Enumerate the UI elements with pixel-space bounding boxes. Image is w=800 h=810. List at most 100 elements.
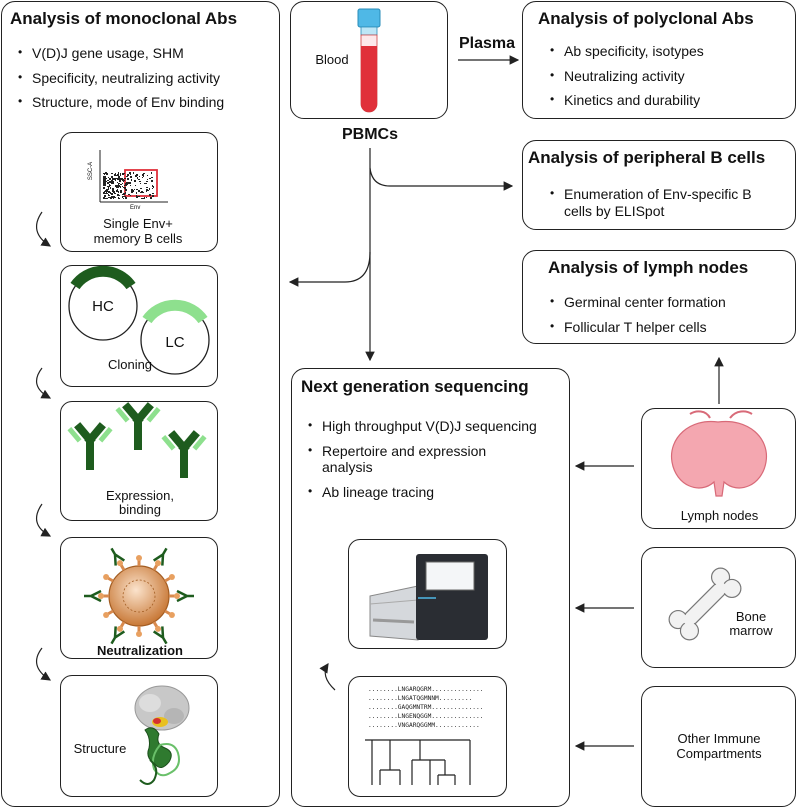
- flow-dot: [121, 178, 123, 180]
- flow-dot: [135, 194, 138, 197]
- flow-dot: [131, 190, 133, 192]
- flow-dot: [146, 186, 148, 189]
- flow-dot: [136, 196, 138, 198]
- flow-dot: [145, 196, 148, 199]
- flow-dot: [146, 178, 149, 181]
- sort-axis-y: SSC-A: [88, 161, 95, 181]
- flow-dot: [139, 180, 141, 183]
- flow-dot: [109, 187, 112, 189]
- flow-dot: [107, 182, 109, 184]
- bone-marrow-panel: [641, 547, 796, 668]
- flow-dot: [127, 178, 129, 180]
- flow-dot: [109, 181, 112, 183]
- flow-dot: [149, 194, 151, 196]
- flow-dot: [142, 175, 145, 178]
- flow-dot: [145, 189, 148, 191]
- polyclonal-title: Analysis of polyclonal Abs: [538, 9, 754, 28]
- flow-dot: [144, 182, 146, 185]
- bullet-item: Germinal center formation: [550, 294, 785, 311]
- flow-dot: [150, 197, 152, 199]
- flow-dot: [116, 190, 118, 192]
- flow-dot: [123, 172, 125, 175]
- flow-dot: [145, 182, 148, 185]
- flow-dot: [103, 192, 105, 194]
- flow-dot: [123, 186, 125, 189]
- peripheral-title: Analysis of peripheral B cells: [528, 148, 766, 167]
- flow-dot: [129, 173, 132, 176]
- flow-dot: [104, 197, 106, 200]
- flow-dot: [120, 178, 122, 180]
- plasma-label: Plasma: [458, 35, 516, 52]
- bullet-item: Ab lineage tracing: [308, 484, 538, 501]
- flow-scatter: [103, 172, 158, 200]
- flow-dot: [105, 172, 107, 174]
- neutralization-step: [60, 537, 218, 659]
- sequencer-step: [348, 539, 507, 649]
- flow-dot: [120, 183, 122, 186]
- flow-dot: [114, 179, 117, 181]
- flow-dot: [150, 179, 153, 182]
- flow-dot: [145, 190, 148, 193]
- flow-dot: [136, 177, 139, 179]
- flow-dot: [152, 186, 155, 188]
- flow-dot: [140, 191, 142, 193]
- flow-dot: [104, 184, 106, 187]
- flow-dot: [105, 172, 108, 174]
- lymph-nodes-label: Lymph nodes: [680, 508, 759, 523]
- flow-dot: [106, 185, 109, 188]
- flow-dot: [148, 188, 151, 190]
- flow-dot: [143, 172, 145, 175]
- flow-dot: [117, 183, 120, 185]
- flow-dot: [139, 182, 142, 185]
- flow-dot: [107, 193, 110, 196]
- flow-dot: [147, 189, 149, 192]
- flow-dot: [112, 178, 114, 180]
- flow-dot: [112, 188, 114, 190]
- flow-dot: [141, 197, 143, 200]
- cloning-label: Cloning: [107, 357, 153, 372]
- flow-dot: [131, 191, 133, 193]
- lymph-analysis-title: Analysis of lymph nodes: [548, 258, 749, 277]
- flow-dot: [136, 174, 139, 176]
- flow-dot: [140, 187, 142, 190]
- flow-dot: [105, 177, 107, 180]
- flow-dot: [113, 195, 116, 198]
- flow-dot: [110, 197, 112, 200]
- flow-dot: [115, 186, 118, 188]
- sequence-line: ........GAQGMNTRM..............: [368, 704, 484, 711]
- flow-dot: [138, 195, 140, 198]
- flow-dot: [122, 197, 125, 200]
- flow-dot: [103, 186, 105, 189]
- bullet-item: Neutralizing activity: [550, 68, 785, 85]
- flow-dot: [103, 175, 106, 178]
- flow-dot: [134, 180, 136, 182]
- flow-dot: [114, 192, 116, 195]
- ngs-title: Next generation sequencing: [301, 377, 529, 396]
- flow-dot: [108, 184, 111, 186]
- flow-dot: [107, 176, 110, 179]
- flow-dot: [123, 193, 125, 195]
- flow-dot: [126, 173, 129, 176]
- sequence-line: ........LNGENQGGM..............: [368, 713, 484, 720]
- ngs-bullets: High throughput V(D)J sequencing Reperto…: [308, 418, 538, 508]
- flow-dot: [141, 176, 144, 179]
- flow-dot: [122, 193, 124, 196]
- other-compartments-label: Other Immune Compartments: [676, 731, 762, 761]
- flow-dot: [125, 197, 127, 199]
- flow-dot: [111, 193, 113, 195]
- flow-dot: [115, 174, 117, 177]
- flow-dot: [108, 178, 111, 180]
- flow-dot: [124, 187, 126, 189]
- bullet-item: Repertoire and expression analysis: [308, 443, 538, 476]
- flow-dot: [107, 188, 110, 190]
- bullet-item: V(D)J gene usage, SHM: [18, 45, 273, 62]
- flow-dot: [109, 196, 111, 199]
- flow-dot: [122, 173, 124, 175]
- sequence-line: ........VNGARQGGMM............: [368, 722, 480, 729]
- flow-dot: [142, 191, 145, 194]
- flow-dot: [135, 192, 138, 194]
- flow-dot: [105, 190, 107, 192]
- flow-dot: [104, 192, 107, 195]
- flow-dot: [103, 183, 105, 186]
- flow-dot: [150, 172, 153, 174]
